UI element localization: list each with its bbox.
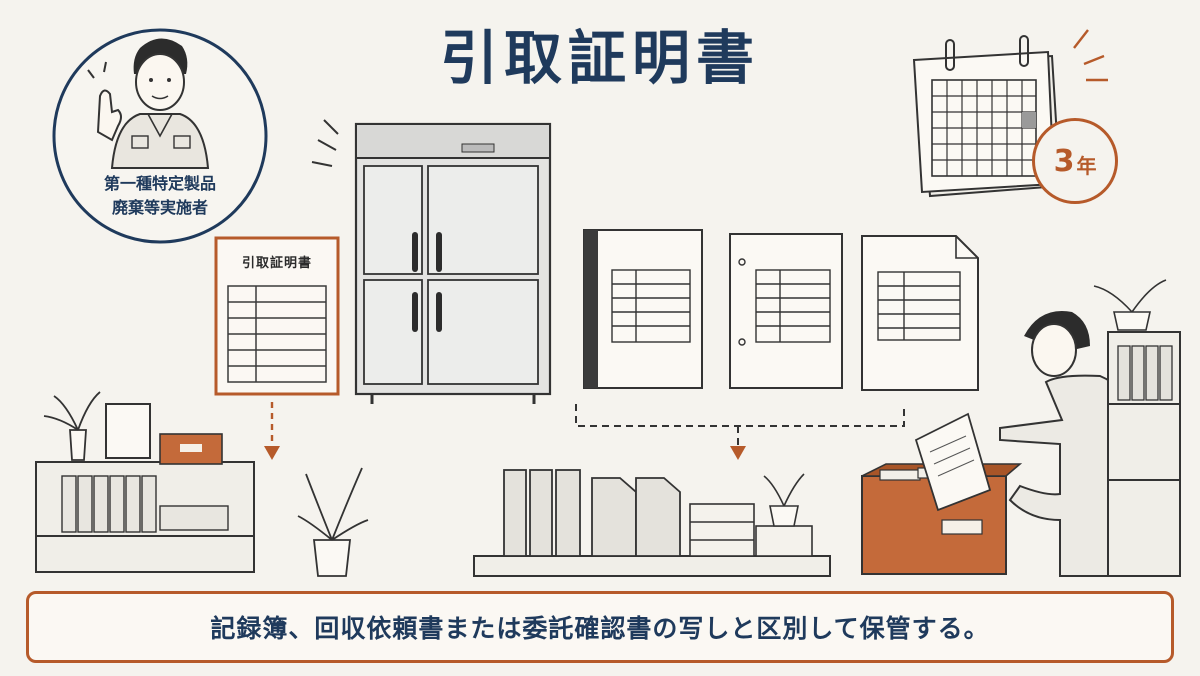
shelf-right <box>1093 279 1181 577</box>
bracket-arrow <box>575 404 905 448</box>
document-card <box>214 236 340 396</box>
role-label-line2: 廃棄等実施者 <box>111 198 208 217</box>
document-icon <box>729 233 843 389</box>
role-label-line1: 第一種特定製品 <box>103 174 216 193</box>
role-label: 第一種特定製品 廃棄等実施者 <box>60 172 260 220</box>
caption-text: 記録簿、回収依頼書または委託確認書の写しと区別して保管する。 <box>210 614 990 643</box>
binder-shelf <box>473 469 831 577</box>
document-icon <box>861 235 979 391</box>
caption-box: 記録簿、回収依頼書または委託確認書の写しと区別して保管する。 <box>26 591 1174 663</box>
worker-pointing-icon <box>52 28 268 244</box>
retention-unit: 年 <box>1076 153 1097 178</box>
plant-icon <box>297 467 369 577</box>
arrow-down-left <box>264 402 280 460</box>
refrigerator-icon <box>311 119 552 404</box>
retention-number: 3 <box>1053 143 1075 179</box>
binder-icon <box>583 229 703 389</box>
document-card-label: 引取証明書 <box>241 256 312 271</box>
page-title: 引取証明書 <box>439 24 760 92</box>
shelf-left <box>35 403 255 573</box>
plant-icon <box>43 391 101 461</box>
calendar-icon <box>912 29 1108 198</box>
